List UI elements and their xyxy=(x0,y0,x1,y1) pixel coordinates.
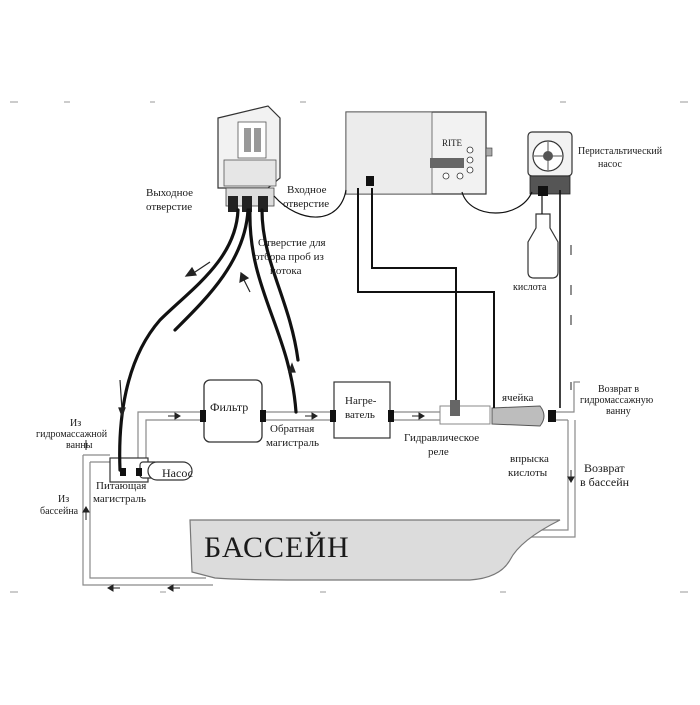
hose-arrows xyxy=(118,261,296,418)
supply-line-label-line-1: Питающая xyxy=(96,480,146,492)
return-to-pool-label-line-1: Возврат xyxy=(584,461,625,475)
return-to-spa-label-line-3: ванну xyxy=(606,406,631,417)
flow-switch xyxy=(439,400,491,425)
salt-cell xyxy=(491,405,556,427)
heater-label-line-1: Нагре- xyxy=(345,395,377,407)
return-to-pool-label-line-2: в бассейн xyxy=(580,475,630,489)
salt-chlorinator-control-unit xyxy=(345,111,493,195)
from-spa-label-line-2: гидромассажной xyxy=(36,429,108,440)
supply-line-label-line-2: магистраль xyxy=(93,493,146,505)
filter-label: Фильтр xyxy=(210,400,248,414)
inlet-label-line-1: Входное xyxy=(287,184,327,196)
cell-label: ячейка xyxy=(502,392,534,404)
heater-label-line-2: ватель xyxy=(345,409,375,421)
border-ticks xyxy=(10,101,688,593)
acid-injection-label-line-1: впрыска xyxy=(510,453,549,465)
sample-port-label-line-3: потока xyxy=(270,265,302,277)
peristaltic-pump-label-line-1: Перистальтический xyxy=(578,146,663,157)
acid-injection-label-line-2: кислоты xyxy=(508,467,548,479)
signal-lines xyxy=(273,188,561,408)
pool-label: БАССЕЙН xyxy=(204,531,350,564)
flow-switch-label-line-2: реле xyxy=(428,446,449,458)
sample-port-label-line-1: Отверстие для xyxy=(258,237,326,249)
pump-label: Насос xyxy=(162,466,193,480)
outlet-label-line-1: Выходное xyxy=(146,187,193,199)
peristaltic-pump-label-line-2: насос xyxy=(598,159,622,170)
flow-arrows xyxy=(82,245,575,592)
from-pool-label-line-1: Из xyxy=(58,494,69,505)
return-line-label-line-1: Обратная xyxy=(270,423,314,435)
peristaltic-pump xyxy=(527,131,573,196)
from-pool-label-line-2: бассейна xyxy=(40,506,79,517)
return-to-spa-label-line-1: Возврат в xyxy=(598,384,639,395)
flow-switch-label-line-1: Гидравлическое xyxy=(404,432,479,444)
sample-port-label-line-2: отбора проб из xyxy=(254,251,324,263)
controller-brand-label: RITE xyxy=(442,138,462,148)
outlet-label-line-2: отверстие xyxy=(146,201,192,213)
pump xyxy=(109,457,193,483)
filter xyxy=(200,379,266,443)
acid-label: кислота xyxy=(513,282,547,293)
return-to-spa-label-line-2: гидромассажную xyxy=(580,395,654,406)
return-line-label-line-2: магистраль xyxy=(266,437,319,449)
from-spa-label-line-1: Из xyxy=(70,418,81,429)
from-spa-label-line-3: ванны xyxy=(66,440,93,451)
inlet-label-line-2: отверстие xyxy=(283,198,329,210)
acid-bottle xyxy=(527,213,559,279)
heater xyxy=(330,381,394,439)
pool-basin xyxy=(189,519,561,581)
chemical-controller-box xyxy=(217,105,281,212)
sample-hoses xyxy=(118,208,300,472)
